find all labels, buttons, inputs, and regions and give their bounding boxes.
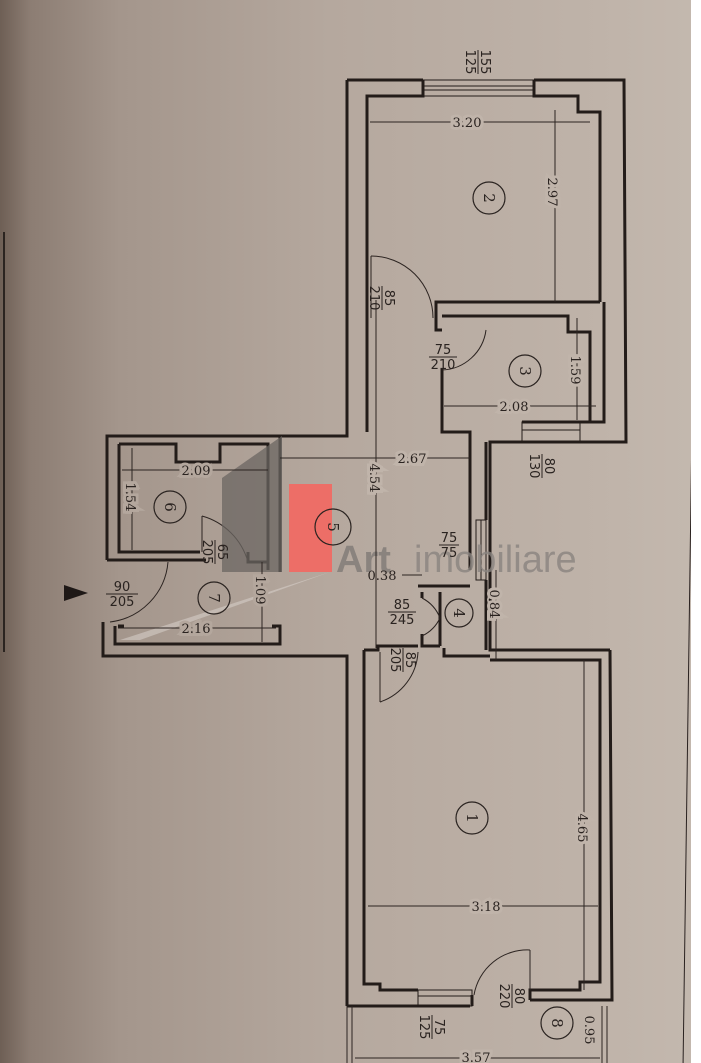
svg-text:85: 85: [394, 598, 411, 613]
room8-width-label: 3.57: [462, 1051, 491, 1063]
svg-text:85: 85: [381, 290, 396, 307]
svg-text:210: 210: [431, 358, 456, 373]
svg-text:220: 220: [496, 984, 511, 1009]
window-room1-label: 75 125: [416, 1015, 446, 1040]
room8-length-label: 0.95: [581, 1016, 596, 1045]
room-marker-4: 4: [444, 598, 474, 628]
door-room3-label: 75 210: [429, 343, 457, 373]
room3-length-label: 1.59: [567, 356, 582, 385]
entrance-arrow-icon: [64, 585, 88, 601]
svg-text:3: 3: [516, 366, 534, 376]
window-room2-label: 155 125: [462, 50, 492, 75]
room5-width-label: 2.67: [398, 452, 427, 467]
svg-text:65: 65: [214, 544, 229, 561]
dimension-labels: 3.20 2.97 2.08 1.59 2.67 4.54 2.09 1.54 …: [119, 113, 596, 1063]
svg-text:5: 5: [324, 522, 342, 532]
opening-labels: 155 125 85 210 75 210 80 130 75 75 85 24…: [106, 50, 556, 1040]
door-room4-label: 85 245: [388, 598, 416, 628]
svg-text:7: 7: [205, 593, 223, 603]
room5-length-label: 4.54: [366, 464, 381, 493]
dimension-lines: [118, 110, 600, 1059]
svg-text:90: 90: [114, 580, 131, 595]
svg-text:80: 80: [541, 458, 556, 475]
svg-text:75: 75: [441, 546, 458, 561]
room-marker-2: 2: [472, 181, 506, 215]
door-room2-label: 85 210: [366, 286, 396, 311]
svg-text:8: 8: [548, 1018, 566, 1028]
room6-width-label: 2.09: [182, 464, 211, 479]
room3-width-label: 2.08: [500, 400, 529, 415]
svg-text:75: 75: [435, 343, 452, 358]
room-marker-5: 5: [314, 508, 352, 546]
svg-text:4: 4: [450, 608, 468, 618]
door-room6-label: 65 205: [199, 540, 229, 565]
room-marker-8: 8: [540, 1006, 574, 1040]
svg-text:205: 205: [199, 540, 214, 565]
room-markers: 1 2 3 4 5 6 7 8: [153, 181, 574, 1040]
svg-text:205: 205: [387, 648, 402, 673]
entrance-door-label: 90 205: [106, 580, 138, 610]
room2-length-label: 2.97: [544, 178, 559, 207]
room1-width-label: 3.18: [472, 900, 501, 915]
svg-text:2: 2: [480, 193, 498, 203]
svg-text:210: 210: [366, 286, 381, 311]
svg-text:80: 80: [511, 988, 526, 1005]
niche-label: 75 75: [439, 531, 459, 561]
watermark-logo-grey: [222, 436, 282, 572]
room4-width-label: 0.38: [368, 569, 397, 584]
svg-text:6: 6: [161, 502, 179, 512]
svg-text:125: 125: [416, 1015, 431, 1040]
svg-text:130: 130: [526, 454, 541, 479]
room4-length-label: 0.84: [486, 590, 501, 619]
door-room1-label: 85 205: [387, 648, 417, 673]
room-marker-7: 7: [197, 581, 231, 615]
balcony-door-label: 80 220: [496, 984, 526, 1009]
svg-text:75: 75: [431, 1019, 446, 1036]
watermark-brand-light: imobiliare: [414, 539, 577, 581]
windows: [417, 79, 581, 1007]
svg-text:1: 1: [463, 813, 481, 823]
svg-text:125: 125: [462, 50, 477, 75]
svg-text:85: 85: [402, 652, 417, 669]
svg-text:75: 75: [441, 531, 458, 546]
svg-text:245: 245: [390, 613, 415, 628]
window-room3-label: 80 130: [526, 454, 556, 479]
page-margin: [691, 0, 701, 1063]
svg-text:155: 155: [477, 50, 492, 75]
outer-walls: [101, 78, 628, 1063]
watermark-logo-red: [289, 484, 332, 572]
svg-text:205: 205: [110, 595, 135, 610]
room1-length-label: 4.65: [574, 814, 589, 843]
room-marker-1: 1: [455, 801, 489, 835]
room-marker-3: 3: [508, 354, 542, 388]
watermark-brand-bold: Art: [336, 539, 391, 581]
room6-length-label: 1.54: [122, 483, 137, 512]
room7-width-label: 2.16: [182, 622, 211, 637]
room2-width-label: 3.20: [453, 116, 482, 131]
room-marker-6: 6: [153, 490, 187, 524]
paper-left-edge: [3, 232, 5, 652]
room7-length-label: 1.09: [252, 576, 267, 605]
